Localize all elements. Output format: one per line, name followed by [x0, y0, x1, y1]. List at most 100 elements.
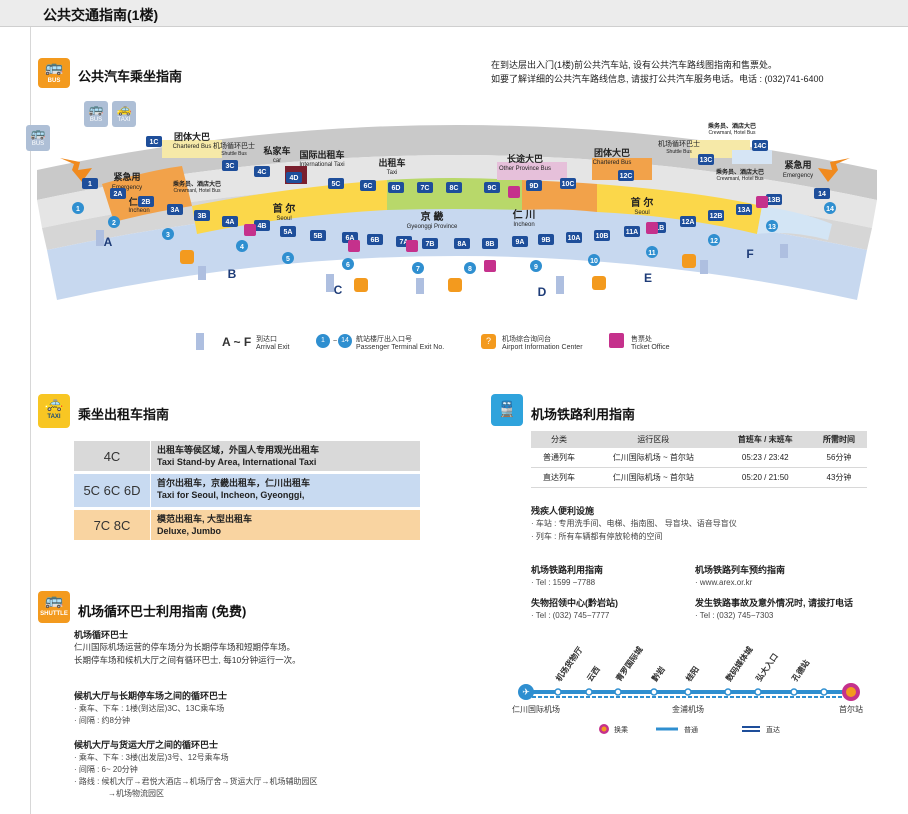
rail-timetable: 分类 运行区段 首班车 / 末班车 所需时间 普通列车 仁川国际机场 ~ 首尔站… — [531, 431, 867, 488]
legend-exit-to: 14 — [338, 334, 352, 348]
svg-text:9A: 9A — [516, 239, 525, 246]
svg-text:Chartered Bus: Chartered Bus — [173, 144, 212, 150]
station-end-label: 首尔站 — [839, 704, 863, 714]
shuttle-icon: 🚌SHUTTLE — [38, 591, 70, 623]
shuttle-l3b: · 间隔 : 6~ 20分钟 — [74, 765, 138, 774]
svg-text:9D: 9D — [530, 183, 539, 190]
svg-text:4B: 4B — [258, 223, 267, 230]
svg-text:1: 1 — [88, 181, 92, 188]
taxi-desc-en: Taxi Stand-by Area, International Taxi — [157, 457, 317, 467]
svg-text:6: 6 — [346, 262, 350, 269]
taxi-code: 7C 8C — [93, 517, 131, 533]
svg-text:A: A — [104, 235, 113, 249]
svg-text:乘务员、酒店大巴: 乘务员、酒店大巴 — [707, 122, 756, 130]
shuttle-h1: 机场循环巴士 — [74, 630, 129, 640]
svg-text:12B: 12B — [710, 213, 723, 220]
svg-text:6D: 6D — [392, 185, 401, 192]
svg-text:Chartered Bus: Chartered Bus — [593, 160, 632, 166]
svg-text:4: 4 — [240, 244, 244, 251]
legend-exit-zh: 航站楼厅出入口号 — [356, 336, 412, 343]
legend-transfer: 换乘 — [614, 725, 628, 734]
shuttle-l2a: · 乘车、下车 : 1楼(到达层)3C、13C乘车场 — [74, 704, 225, 713]
svg-text:8C: 8C — [450, 185, 459, 192]
rail-guide-h: 机场铁路利用指南 — [531, 565, 604, 575]
svg-text:12A: 12A — [682, 219, 695, 226]
svg-text:13C: 13C — [700, 157, 713, 164]
svg-text:2B: 2B — [142, 199, 151, 206]
seoul-zone-left — [192, 180, 387, 234]
rail-lost-h: 失物招领中心(黔岩站) — [531, 598, 618, 608]
svg-text:Emergency: Emergency — [783, 173, 813, 179]
station-label: 弘大入口 — [753, 651, 780, 683]
svg-text:Incheon: Incheon — [513, 222, 534, 228]
svg-text:✈: ✈ — [522, 687, 530, 697]
svg-text:Crewmanl, Hotel Bus: Crewmanl, Hotel Bus — [174, 188, 221, 194]
station-start-label: 仁川国际机场 — [512, 704, 560, 714]
svg-text:机场循环巴士: 机场循环巴士 — [658, 139, 700, 148]
rail-header: 分类 — [531, 431, 588, 448]
bus-info-line2: 如要了解详细的公共汽车路线信息, 请拔打公共汽车服务电话。电话 : (032)7… — [491, 74, 824, 84]
svg-text:12C: 12C — [620, 173, 633, 180]
shuttle-p2: 长期停车场和候机大厅之间有循环巴士, 每10分钟运行一次。 — [74, 655, 301, 665]
svg-text:京 畿: 京 畿 — [421, 210, 444, 223]
svg-text:Incheon: Incheon — [128, 208, 149, 214]
taxi-section-title: 乘坐出租车指南 — [78, 407, 170, 422]
svg-text:7A: 7A — [400, 239, 409, 246]
svg-text:首 尔: 首 尔 — [273, 202, 296, 215]
svg-text:7: 7 — [416, 266, 420, 273]
legend-info-zh: 机场综合询问台 — [502, 336, 551, 343]
rail-cell: 直达列车 — [531, 467, 588, 488]
svg-text:F: F — [746, 247, 753, 261]
svg-text:Emergency: Emergency — [112, 185, 142, 191]
svg-text:2A: 2A — [114, 191, 123, 198]
svg-text:Crewmanl, Hotel Bus: Crewmanl, Hotel Bus — [717, 176, 764, 182]
legend-ticket-en: Ticket Office — [631, 344, 670, 351]
rail-disabled-1: · 车站 : 专用洗手间、电梯、指南图、 导盲块、语音导盲仪 — [531, 519, 737, 528]
svg-text:Seoul: Seoul — [634, 210, 649, 216]
taxi-icon: 🚕TAXI — [38, 394, 70, 428]
shuttle-l2b: · 间隔 : 约8分钟 — [74, 716, 131, 725]
station-label: 孔德站 — [789, 658, 811, 683]
rail-section-title: 机场铁路利用指南 — [531, 407, 636, 422]
emergency-arrow-right — [818, 158, 850, 182]
svg-text:长途大巴: 长途大巴 — [507, 153, 543, 164]
svg-text:4D: 4D — [290, 175, 299, 182]
svg-text:机场循环巴士: 机场循环巴士 — [213, 141, 255, 150]
svg-text:9: 9 — [534, 264, 538, 271]
bus-section-title: 公共汽车乘坐指南 — [78, 69, 183, 84]
svg-text:8B: 8B — [486, 241, 495, 248]
svg-text:14: 14 — [818, 191, 826, 198]
legend-arrival-en: Arrival Exit — [256, 344, 290, 351]
svg-text:5: 5 — [286, 256, 290, 263]
svg-text:3: 3 — [166, 232, 170, 239]
legend-express: 直达 — [766, 725, 780, 734]
road-bus-icon-2: 🚌BUS — [26, 125, 50, 151]
svg-text:1C: 1C — [150, 139, 159, 146]
rail-lost-t: · Tel : (032) 745−7777 — [531, 611, 610, 620]
svg-text:紧急用: 紧急用 — [784, 159, 811, 170]
rail-line-diagram: ✈ 机场货物厅 云西 青罗国际城 黔岩 桂阳 数码媒体城 弘大入口 孔德站 仁川… — [512, 645, 863, 734]
svg-text:Gyeonggi Province: Gyeonggi Province — [407, 224, 458, 230]
svg-text:乘务员、酒店大巴: 乘务员、酒店大巴 — [172, 180, 221, 188]
svg-text:car: car — [273, 158, 281, 164]
legend-exit-tilde: ~ — [333, 338, 338, 345]
svg-text:12: 12 — [710, 238, 718, 245]
svg-text:6C: 6C — [364, 183, 373, 190]
station-label: 青罗国际城 — [613, 645, 644, 684]
taxi-desc-en: Deluxe, Jumbo — [157, 526, 222, 536]
svg-text:仁 川: 仁 川 — [513, 208, 536, 221]
svg-text:乘务员、酒店大巴: 乘务员、酒店大巴 — [715, 168, 764, 176]
svg-text:Shuttle Bus: Shuttle Bus — [666, 149, 692, 155]
svg-text:4A: 4A — [226, 219, 235, 226]
svg-text:9B: 9B — [542, 237, 551, 244]
station-label: 机场货物厅 — [553, 645, 584, 684]
svg-text:B: B — [228, 267, 237, 281]
rail-cell: 普通列车 — [531, 448, 588, 468]
svg-text:10B: 10B — [596, 233, 609, 240]
page-title: 公共交通指南(1楼) — [43, 7, 159, 23]
legend-exit-from: 1 — [316, 334, 330, 348]
svg-text:3B: 3B — [198, 213, 207, 220]
svg-text:International Taxi: International Taxi — [299, 162, 344, 168]
legend-exit-en: Passenger Terminal Exit No. — [356, 344, 445, 351]
svg-text:2: 2 — [112, 220, 116, 227]
